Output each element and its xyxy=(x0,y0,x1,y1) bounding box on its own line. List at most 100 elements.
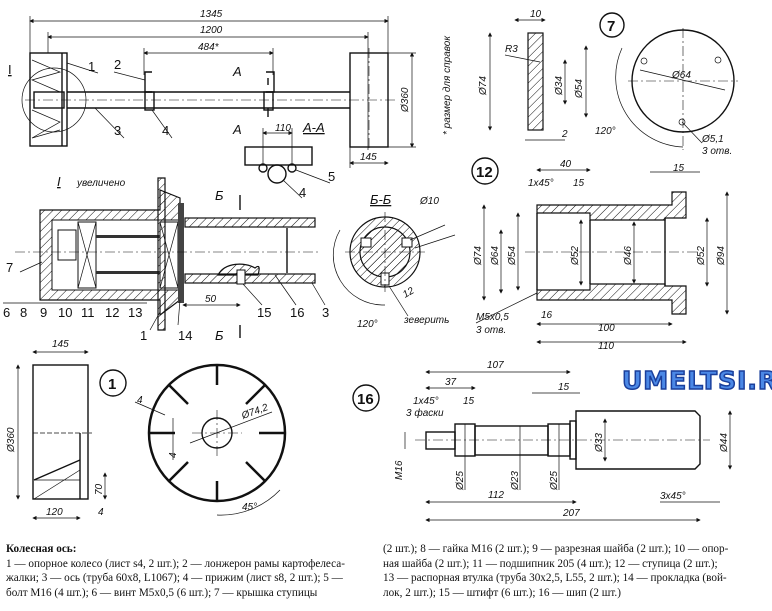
position-3-detail: 3 xyxy=(322,305,329,320)
countersink-note: зеверить xyxy=(403,315,449,326)
dim-110: 110 xyxy=(275,123,291,134)
p7-pcd-64: Ø64 xyxy=(671,70,691,81)
p7-dia-34: Ø34 xyxy=(554,76,565,96)
p7-radius: R3 xyxy=(505,44,518,55)
p16-dia-25b: Ø25 xyxy=(549,471,560,491)
p16-dia-33: Ø33 xyxy=(594,433,605,453)
section-aa-title: A-A xyxy=(302,120,325,135)
p1-dim-145: 145 xyxy=(52,339,69,350)
p12-dia-74: Ø74 xyxy=(473,246,484,266)
p16-dim-15b: 15 xyxy=(558,382,570,393)
dim-1345: 1345 xyxy=(200,9,223,20)
detail-i-positions: 6 8 9 10 11 12 13 7 1 14 15 16 3 xyxy=(3,260,329,343)
section-mark-b-bottom: Б xyxy=(215,328,224,343)
caption-line: лок, 2 шт.); 15 — штифт (6 шт.); 16 — ши… xyxy=(383,586,621,599)
position-7: 7 xyxy=(6,260,13,275)
position-13: 13 xyxy=(128,305,142,320)
p12-dim-16: 16 xyxy=(541,310,553,321)
part-1-side xyxy=(32,364,89,500)
p12-dia-64: Ø64 xyxy=(490,246,501,266)
assembly-view: 1345 1200 484* Ø360 145 * размер для спр… xyxy=(8,9,453,200)
p1-dia-360: Ø360 xyxy=(6,427,17,453)
part-12-number: 12 xyxy=(476,164,493,181)
section-mark-a-top: A xyxy=(232,64,242,79)
p16-dim-112: 112 xyxy=(488,490,504,501)
position-10: 10 xyxy=(58,305,72,320)
p7-dim-2: 2 xyxy=(561,129,568,140)
p12-dim-110: 110 xyxy=(598,341,614,352)
p7-dia-54: Ø54 xyxy=(574,79,585,99)
p16-end-chamfer: 3x45° xyxy=(660,491,686,502)
caption-line: ная шайба (2 шт.); 11 — подшипник 205 (4… xyxy=(383,557,718,570)
dim-484: 484* xyxy=(198,42,220,53)
caption-left: Колесная ось: 1 — опорное колесо (лист s… xyxy=(6,542,382,600)
p16-chamfer: 1x45° xyxy=(413,396,439,407)
watermark-logo: UMELTSI.RU xyxy=(621,365,772,396)
position-2: 2 xyxy=(114,57,121,72)
section-aa-plate xyxy=(244,146,313,166)
p16-dim-37: 37 xyxy=(445,377,457,388)
p16-dim-15a: 15 xyxy=(463,396,475,407)
position-6: 6 xyxy=(3,305,10,320)
detail-i-view: I увеличено 50 Б Б 6 8 9 10 11 12 13 xyxy=(3,174,329,343)
section-mark-b-top: Б xyxy=(215,188,224,203)
dim-12: 12 xyxy=(401,285,417,300)
caption-line: болт M16 (4 шт.); 6 — винт M5x0,5 (6 шт.… xyxy=(6,586,318,599)
caption-line: 1 — опорное колесо (лист s4, 2 шт.); 2 —… xyxy=(6,557,345,570)
p7-hole-count: 3 отв. xyxy=(702,146,732,157)
p7-dia-74: Ø74 xyxy=(478,76,489,96)
p12-dia-94: Ø94 xyxy=(716,246,727,266)
position-1-detail: 1 xyxy=(140,328,147,343)
position-12: 12 xyxy=(105,305,119,320)
p12-dia-46: Ø46 xyxy=(623,246,634,266)
section-bb-title: Б-Б xyxy=(370,192,392,207)
p12-dia-52a: Ø52 xyxy=(570,246,581,266)
angle-120: 120° xyxy=(357,319,378,330)
p1-rib-4b: 4 xyxy=(168,452,179,458)
part-16-shank xyxy=(575,410,701,470)
dim-50: 50 xyxy=(205,294,217,305)
p1-dim-120: 120 xyxy=(46,507,63,518)
p16-thread: M16 xyxy=(394,460,405,480)
position-14: 14 xyxy=(178,328,192,343)
p12-dia-54: Ø54 xyxy=(507,246,518,266)
p1-angle-45: 45° xyxy=(242,502,257,513)
p16-dia-44: Ø44 xyxy=(719,433,730,453)
caption-line: (2 шт.); 8 — гайка M16 (2 шт.); 9 — разр… xyxy=(383,543,729,555)
position-4b: 4 xyxy=(299,185,306,200)
p12-chamfer: 1x45° xyxy=(528,178,554,189)
position-5: 5 xyxy=(328,169,335,184)
part-7-view: 10 R3 Ø74 Ø34 Ø54 2 7 Ø64 120° Ø5,1 3 от… xyxy=(478,9,738,157)
p12-dia-52b: Ø52 xyxy=(696,246,707,266)
p12-dim-15a: 15 xyxy=(573,178,585,189)
p1-dim-4: 4 xyxy=(98,507,104,518)
caption-line: 13 — распорная втулка (труба 30x2,5, L55… xyxy=(383,572,727,585)
section-mark-a-bottom: A xyxy=(232,122,242,137)
p16-dim-207: 207 xyxy=(562,508,580,519)
position-4: 4 xyxy=(162,123,169,138)
detail-i-title: увеличено xyxy=(76,178,126,189)
dim-wheel-width: 145 xyxy=(360,152,377,163)
p7-dim-10: 10 xyxy=(530,9,542,20)
p16-dia-23: Ø23 xyxy=(510,471,521,491)
part-7-number-circle xyxy=(599,12,625,38)
p12-thread: M5x0,5 xyxy=(476,312,509,323)
p16-dim-107: 107 xyxy=(487,360,504,371)
part-1-number: 1 xyxy=(108,376,116,393)
position-15: 15 xyxy=(257,305,271,320)
detail-mark-i: I xyxy=(8,62,12,77)
position-9: 9 xyxy=(40,305,47,320)
part-7-number: 7 xyxy=(607,18,615,35)
position-11: 11 xyxy=(81,305,95,320)
caption-title: Колесная ось: xyxy=(6,543,77,555)
reference-note: * размер для справок xyxy=(442,35,453,135)
p12-thread-count: 3 отв. xyxy=(476,325,506,336)
part-12-view: 12 40 1x45° 15 15 Ø74 Ø64 Ø54 Ø52 Ø46 Ø5… xyxy=(471,157,730,352)
p12-dim-15b: 15 xyxy=(673,163,685,174)
detail-i-mark: I xyxy=(57,174,61,189)
part-7-section xyxy=(527,32,544,131)
dim-dia-10: Ø10 xyxy=(419,196,439,207)
left-wheel xyxy=(29,52,68,147)
section-bb-view: Б-Б Ø10 12 120° зеверить xyxy=(332,192,456,330)
